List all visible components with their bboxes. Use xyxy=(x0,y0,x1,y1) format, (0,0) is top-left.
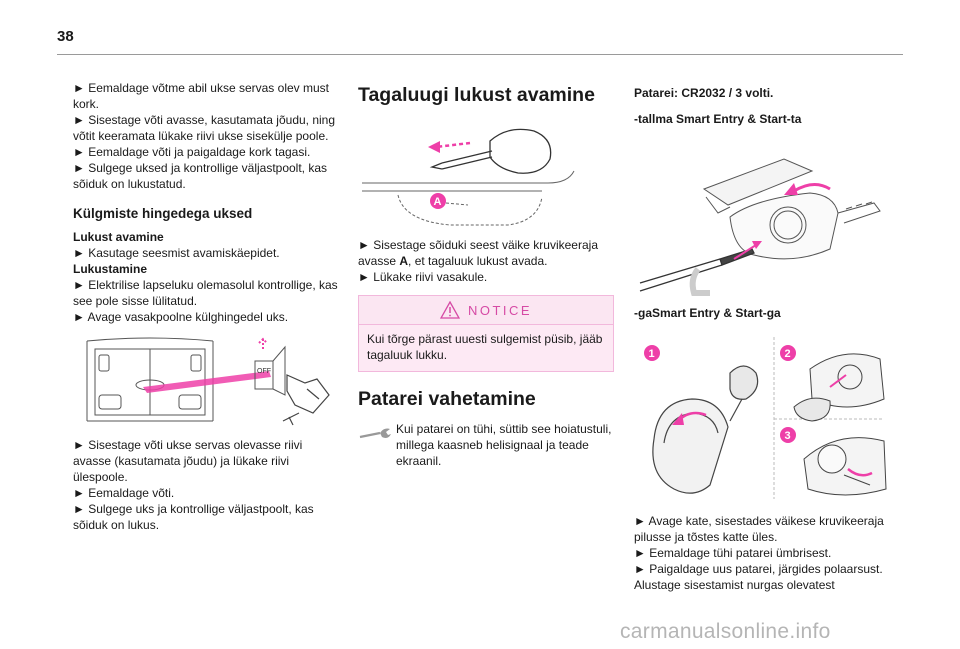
left-paragraph-1: ► Eemaldage võtme abil ukse servas olev … xyxy=(73,81,336,191)
unlock-text: ► Kasutage seesmist avamiskäepidet. xyxy=(73,246,280,260)
left-paragraph-2: ► Sisestage võti ukse servas olevasse ri… xyxy=(73,438,314,532)
tailgate-text-start: ► Sisestage sõiduki seest väike kruvikee… xyxy=(358,238,598,268)
notice-text: Kui tõrge pärast uuesti sulgemist püsib,… xyxy=(359,325,613,371)
warning-triangle-icon xyxy=(439,301,460,319)
step-2-label: 2 xyxy=(785,348,791,360)
right-column: Patarei: CR2032 / 3 volti. -tallma Smart… xyxy=(634,80,902,593)
tailgate-text-end: , et tagaluuk lukust avada. xyxy=(408,254,548,268)
unlock-label: Lukust avamine xyxy=(73,230,164,244)
watermark: carmanualsonline.info xyxy=(620,620,831,643)
variant-with-smart-entry: -gaSmart Entry & Start-ga xyxy=(634,306,781,320)
tailgate-text-2: ► Lükake riivi vasakule. xyxy=(358,270,488,284)
wrench-icon xyxy=(359,428,391,439)
smart-key-battery-illustration: 1 2 3 xyxy=(644,337,887,499)
tool-row: Kui patarei on tühi, süttib see hoiatust… xyxy=(358,421,614,469)
battery-heading: Patarei vahetamine xyxy=(358,388,536,410)
battery-spec: Patarei: CR2032 / 3 volti. xyxy=(634,86,774,100)
step-1-label: 1 xyxy=(649,348,655,360)
left-column: ► Eemaldage võtme abil ukse servas olev … xyxy=(73,80,341,533)
tailgate-illustration: A xyxy=(362,128,575,226)
top-rule xyxy=(57,54,903,55)
page-number: 38 xyxy=(57,28,74,45)
battery-warning-text: Kui patarei on tühi, süttib see hoiatust… xyxy=(396,422,612,468)
callout-a: A xyxy=(434,196,442,208)
variant-without-smart-entry: -tallma Smart Entry & Start-ta xyxy=(634,112,802,126)
tailgate-heading: Tagaluugi lukust avamine xyxy=(358,84,595,106)
side-doors-heading: Külgmiste hingedega uksed xyxy=(73,206,253,221)
lock-label: Lukustamine xyxy=(73,262,148,276)
tailgate-text-1: ► Sisestage sõiduki seest väike kruvikee… xyxy=(358,237,614,269)
rear-doors-illustration: OFF xyxy=(86,337,330,426)
key-fob-open-illustration xyxy=(639,158,881,296)
notice-title: NOTICE xyxy=(467,302,533,318)
off-label: OFF xyxy=(257,368,271,375)
right-paragraph: ► Avage kate, sisestades väikese kruvike… xyxy=(634,514,884,592)
lock-text: ► Elektrilise lapseluku olemasolul kontr… xyxy=(73,278,338,324)
step-3-label: 3 xyxy=(785,430,791,442)
middle-column: Tagaluugi lukust avamine A ► Sisestage s… xyxy=(358,80,614,469)
notice-box: NOTICE Kui tõrge pärast uuesti sulgemist… xyxy=(358,295,614,372)
tailgate-text-bold: A xyxy=(399,254,409,268)
notice-header: NOTICE xyxy=(359,296,613,325)
